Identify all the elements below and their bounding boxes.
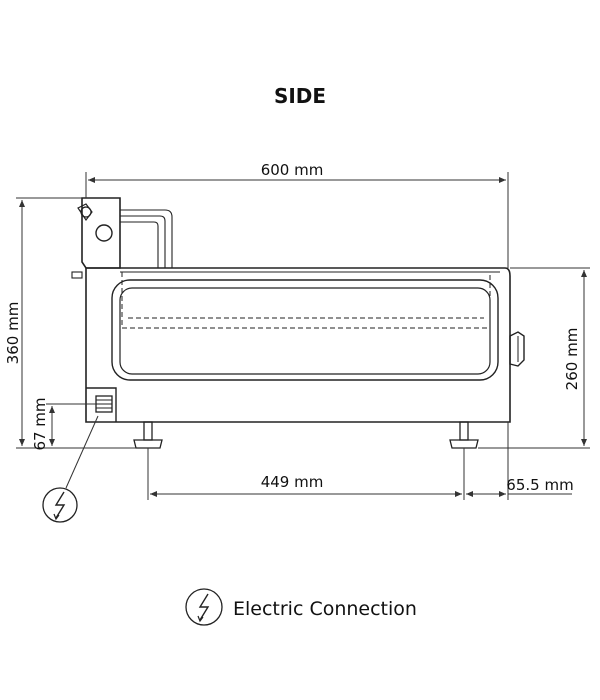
dimension-foot-offset [466,422,572,500]
dimension-total-height-label: 360 mm [4,302,22,365]
dimension-width [85,172,509,268]
legend-label: Electric Connection [233,598,417,620]
dimension-feet-spacing [147,448,465,500]
dimension-feet-spacing-label: 449 mm [261,473,324,491]
dimension-body-height [478,267,590,449]
dimension-connection-height-label: 67 mm [31,397,49,450]
dimension-total-height [16,197,136,449]
view-title: SIDE [274,84,326,108]
dimension-connection-height [46,403,96,446]
legend: Electric Connection [185,588,417,626]
electric-connection-marker-icon [42,487,78,523]
electric-connection-icon [185,588,223,626]
dimension-foot-offset-label: 65.5 mm [506,476,573,494]
appliance-outline [71,197,525,449]
electric-connection-callout [42,415,99,523]
dimension-body-height-label: 260 mm [563,328,581,391]
dimension-width-label: 600 mm [261,161,324,179]
